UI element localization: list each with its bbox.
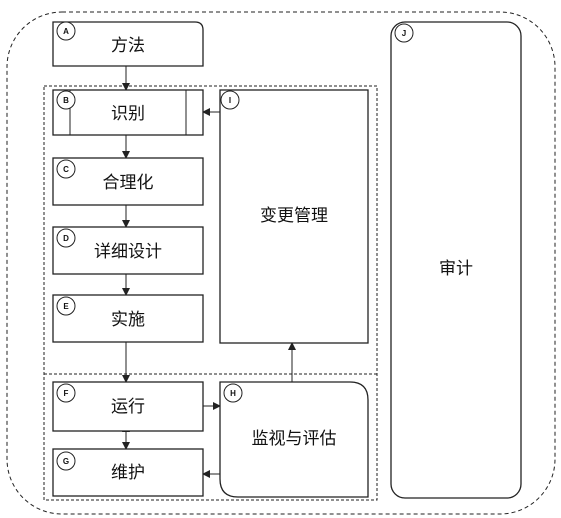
node-d-letter: D bbox=[63, 234, 69, 243]
node-b: B 识别 bbox=[52, 89, 204, 136]
node-a-letter-circle bbox=[56, 21, 76, 41]
node-e-letter-circle bbox=[56, 296, 76, 316]
node-b-letter: B bbox=[63, 96, 69, 105]
node-d: D 详细设计 bbox=[52, 226, 204, 275]
node-f-label: 运行 bbox=[111, 397, 145, 417]
inner-boundary bbox=[43, 85, 378, 501]
node-e-letter: E bbox=[63, 302, 69, 311]
node-h-label: 监视与评估 bbox=[252, 429, 337, 449]
node-f-letter: F bbox=[64, 389, 69, 398]
node-a: A 方法 bbox=[52, 21, 204, 67]
node-g-label: 维护 bbox=[111, 463, 145, 483]
node-h-letter-circle bbox=[223, 383, 243, 403]
node-d-label: 详细设计 bbox=[94, 242, 162, 262]
node-e: E 实施 bbox=[52, 294, 204, 343]
node-f-letter-circle bbox=[56, 383, 76, 403]
node-g: G 维护 bbox=[52, 448, 204, 497]
node-c: C 合理化 bbox=[52, 157, 204, 206]
node-c-label: 合理化 bbox=[103, 173, 154, 193]
node-d-letter-circle bbox=[56, 228, 76, 248]
node-j-letter-circle bbox=[394, 23, 414, 43]
node-i-label: 变更管理 bbox=[260, 206, 328, 226]
node-b-label: 识别 bbox=[111, 104, 145, 124]
node-i-letter: I bbox=[229, 96, 231, 105]
node-j-label: 审计 bbox=[439, 259, 473, 279]
node-a-letter: A bbox=[63, 27, 69, 36]
node-g-letter-circle bbox=[56, 451, 76, 471]
node-a-label: 方法 bbox=[111, 36, 145, 56]
node-j-letter: J bbox=[402, 29, 406, 38]
node-e-label: 实施 bbox=[111, 310, 145, 330]
node-i: I 变更管理 bbox=[219, 89, 369, 344]
node-j: J 审计 bbox=[390, 21, 522, 499]
node-b-letter-circle bbox=[56, 90, 76, 110]
node-f: F 运行 bbox=[52, 381, 204, 432]
node-c-letter: C bbox=[63, 165, 69, 174]
node-i-letter-circle bbox=[220, 90, 240, 110]
node-c-letter-circle bbox=[56, 159, 76, 179]
outer-boundary bbox=[6, 11, 556, 515]
node-h-letter: H bbox=[230, 389, 236, 398]
node-g-letter: G bbox=[63, 457, 69, 466]
node-h: H 监视与评估 bbox=[219, 381, 369, 498]
